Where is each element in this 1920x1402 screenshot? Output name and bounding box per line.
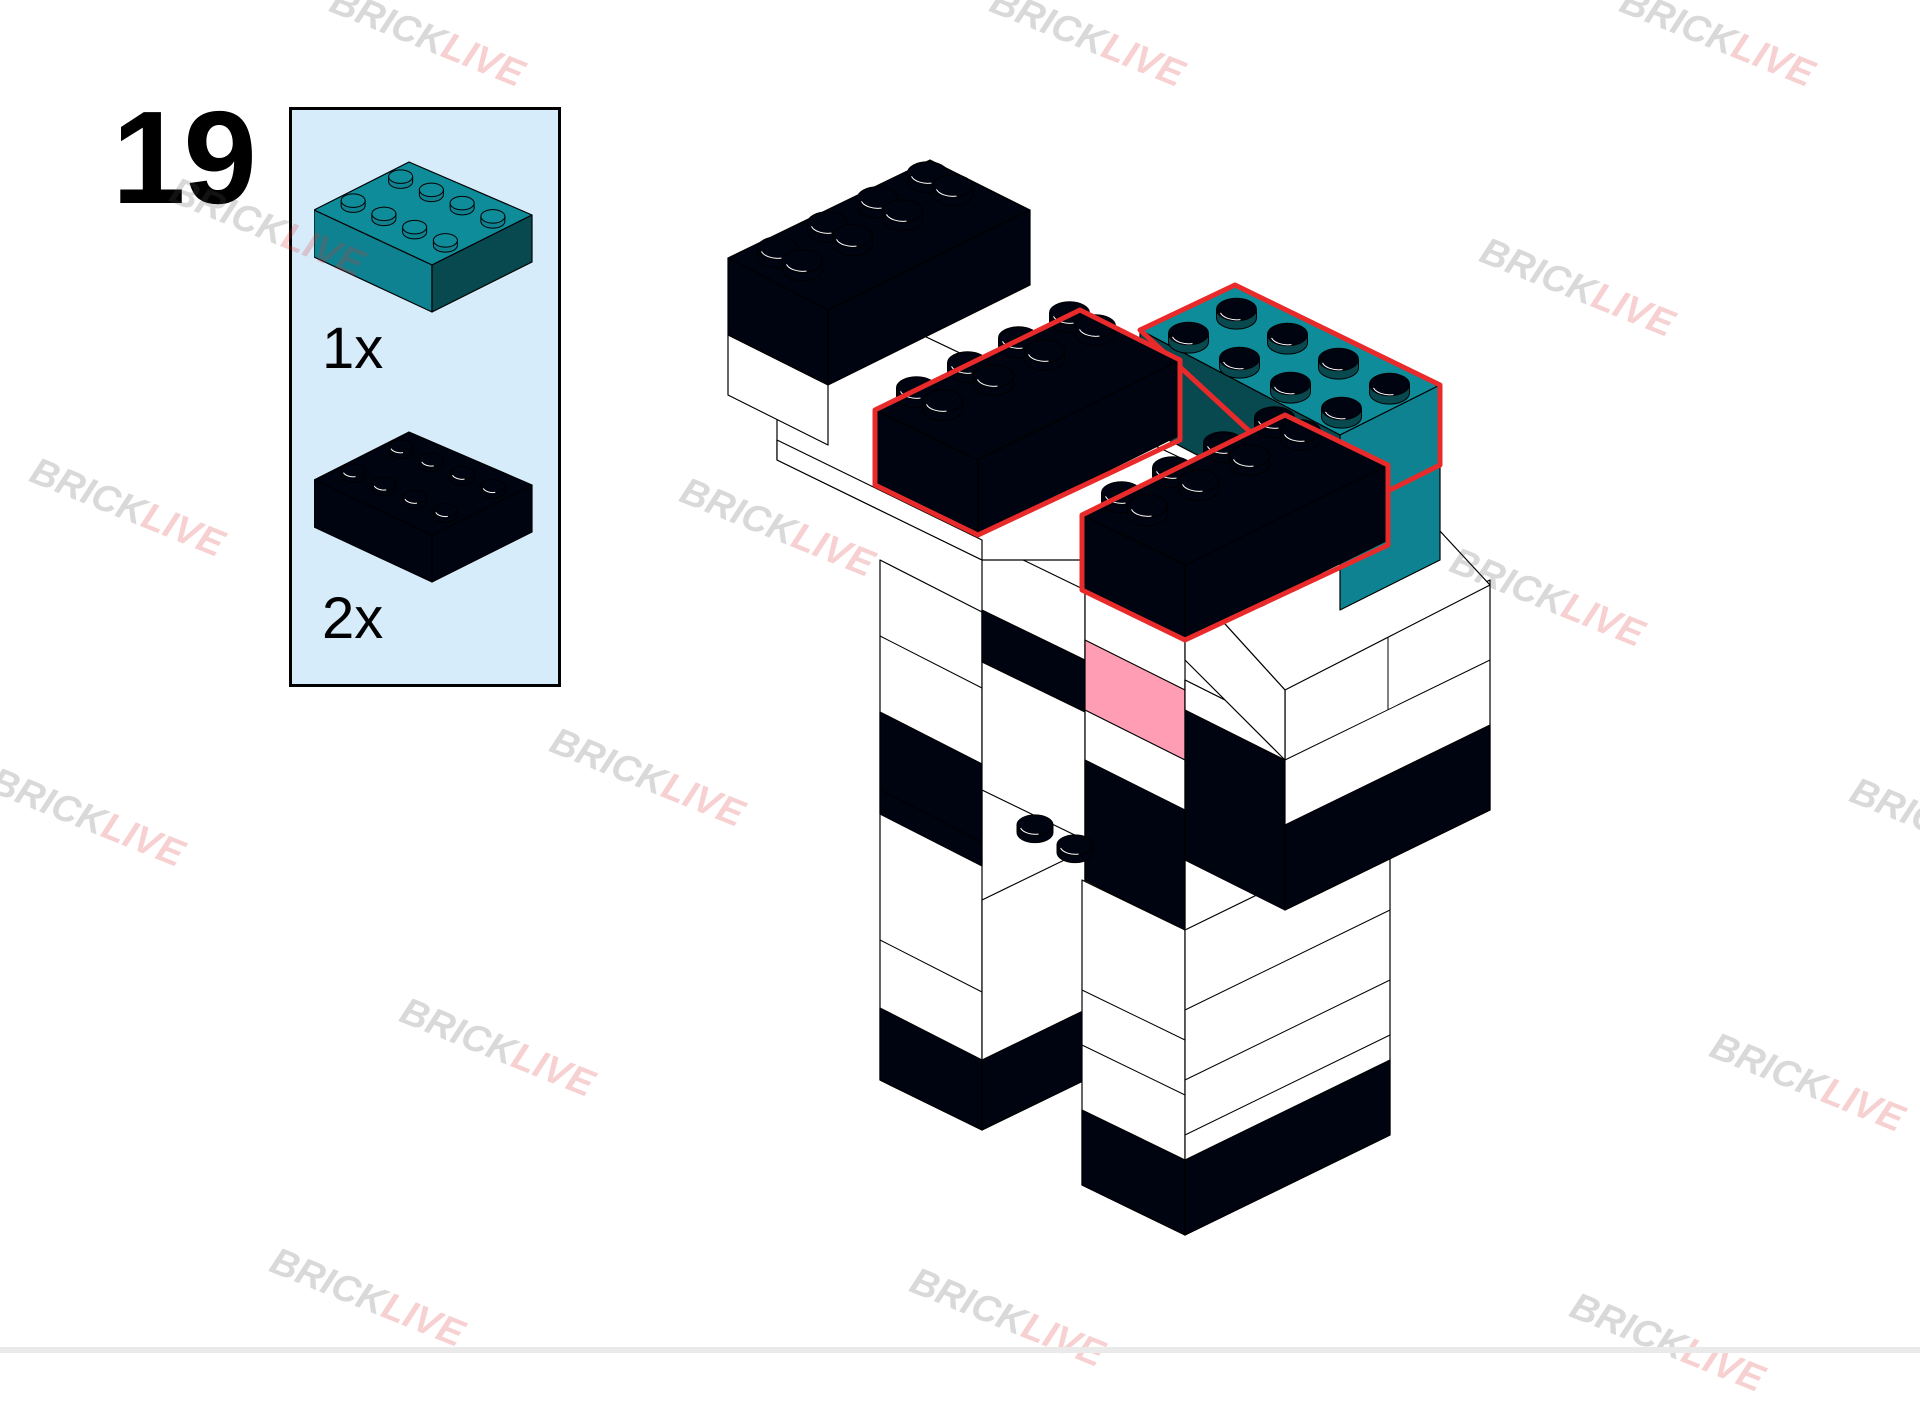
model-chest (1184, 579, 1491, 911)
black-brick-2-stud (1229, 444, 1270, 477)
black-brick-2-stud (1178, 469, 1219, 502)
callout-brick-black-stud (418, 452, 444, 473)
model-rear-legs (879, 559, 1086, 1131)
black-brick-1-stud (1024, 339, 1065, 372)
callout-brick-teal-stud (402, 219, 428, 240)
part-brick-black-icon (314, 431, 533, 583)
teal-brick-stud (1321, 396, 1362, 429)
neck-edge (776, 439, 983, 561)
callout-brick-teal-stud (449, 195, 475, 216)
callout-brick-black-stud (480, 479, 506, 499)
front-leg-side-stripe (1184, 1059, 1391, 1236)
teal-brick-stud (1318, 347, 1359, 380)
callout-brick-teal (314, 161, 533, 313)
callout-brick-teal-stud (388, 169, 414, 189)
callout-brick-black-stud (432, 503, 458, 523)
part-quantity-teal: 1x (322, 316, 384, 381)
black-brick-2-stud (1127, 494, 1168, 527)
model-rear-black-brick (727, 159, 1031, 446)
front-leg-seam (1184, 1034, 1391, 1136)
callout-brick-teal-side (431, 214, 533, 313)
black-brick-1-stud (973, 364, 1014, 397)
front-leg-seam (1081, 989, 1186, 1041)
callout-brick-black-stud (402, 489, 428, 510)
model-body (981, 539, 1186, 931)
rear-brick-stud (882, 199, 923, 232)
model-front-legs (1081, 829, 1391, 1236)
rear-stripe-1 (879, 711, 983, 867)
callout-brick-teal-stud (371, 206, 397, 227)
teal-brick-stud (1219, 346, 1260, 379)
rear-seam (879, 789, 983, 843)
front-leg-seam (1184, 909, 1391, 1011)
part-brick-teal-icon (314, 161, 533, 313)
black-brick-2-outline (1079, 412, 1391, 643)
teal-brick-stud (1216, 297, 1257, 330)
chest-side-stripe (1284, 724, 1491, 911)
rear-brick-stud (932, 174, 973, 207)
callout-brick-teal-stud (340, 193, 366, 213)
rear-brick-side (827, 209, 1031, 386)
callout-brick-black-stud (340, 463, 366, 483)
callout-brick-teal-stud (480, 209, 506, 229)
rear-brick-stud (782, 249, 823, 282)
front-leg-seam (1184, 979, 1391, 1081)
callout-brick-black-side (431, 484, 533, 583)
model-new-black-brick-2 (1079, 406, 1391, 643)
callout-brick-black-stud (388, 439, 414, 459)
rear-brick-stud (832, 224, 873, 257)
step-number: 19 (112, 84, 257, 231)
part-quantity-black: 2x (322, 586, 384, 651)
teal-brick-stud (1267, 322, 1308, 355)
teal-brick-stud (1168, 321, 1209, 354)
model-under-studs (1016, 814, 1094, 864)
model-illustration (727, 159, 1491, 1236)
under-stud (1016, 814, 1054, 844)
callout-brick-black-stud (371, 476, 397, 497)
black-brick-1-outline (872, 307, 1183, 538)
page-bottom-rule (0, 1347, 1920, 1353)
rear-seam (879, 635, 983, 689)
parts-callout: 1x 2x (289, 107, 561, 687)
model-new-black-brick-1 (872, 301, 1183, 538)
front-leg-seam (1081, 1044, 1186, 1096)
rear-seam (879, 939, 983, 993)
rear-brick-under (727, 334, 829, 446)
black-brick-1-stud (922, 389, 963, 422)
under-stud (1056, 834, 1094, 864)
teal-brick-stud (1369, 372, 1410, 405)
teal-brick-stud (1270, 371, 1311, 404)
callout-brick-black (314, 431, 533, 583)
callout-brick-teal-stud (432, 233, 458, 253)
callout-brick-teal-stud (418, 182, 444, 203)
callout-brick-black-stud (449, 465, 475, 486)
